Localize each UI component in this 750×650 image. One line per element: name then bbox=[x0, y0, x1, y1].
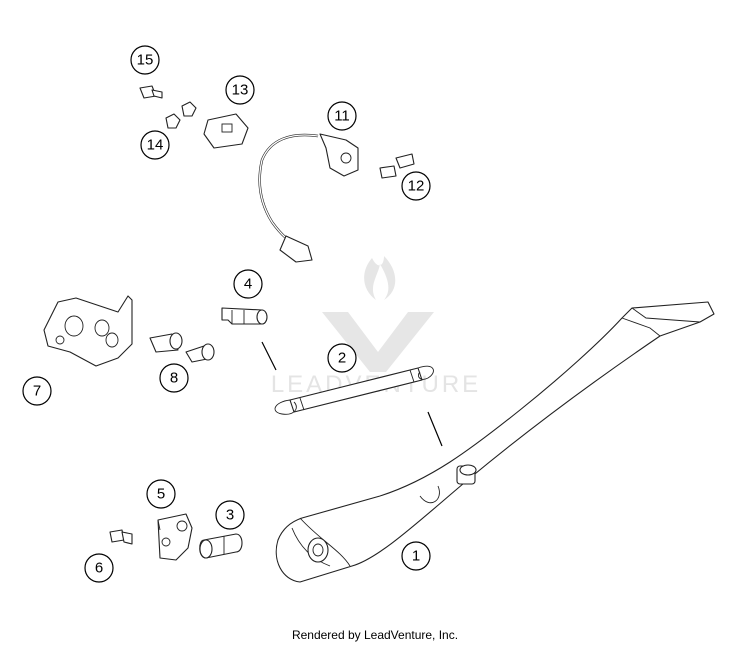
callout-7: 7 bbox=[22, 376, 52, 406]
mount-plate bbox=[43, 295, 133, 367]
callout-5: 5 bbox=[146, 479, 176, 509]
footer-credit: Rendered by LeadVenture, Inc. bbox=[291, 628, 459, 642]
callout-12: 12 bbox=[401, 171, 431, 201]
callout-label: 2 bbox=[338, 350, 346, 367]
callout-11: 11 bbox=[327, 101, 357, 131]
callout-13: 13 bbox=[225, 75, 255, 105]
callout-label: 11 bbox=[334, 108, 350, 125]
callout-label: 14 bbox=[147, 137, 164, 154]
callout-15: 15 bbox=[130, 45, 160, 75]
bracket-screw bbox=[109, 529, 133, 545]
callout-label: 5 bbox=[157, 486, 165, 503]
callout-8: 8 bbox=[159, 363, 189, 393]
callout-2: 2 bbox=[327, 343, 357, 373]
callout-6: 6 bbox=[84, 553, 114, 583]
watermark-logo: LEADVENTURE bbox=[271, 256, 478, 398]
leader-line-4 bbox=[261, 341, 277, 371]
callout-label: 6 bbox=[95, 560, 103, 577]
callout-1: 1 bbox=[401, 541, 431, 571]
switch-bracket bbox=[157, 513, 193, 561]
side-stand bbox=[275, 301, 715, 583]
stand-switch-cable bbox=[258, 133, 359, 263]
callout-4: 4 bbox=[233, 269, 263, 299]
callout-label: 8 bbox=[170, 370, 178, 387]
stand-bolt bbox=[199, 533, 243, 559]
switch-screw bbox=[139, 85, 163, 99]
callout-label: 15 bbox=[137, 52, 154, 69]
callout-label: 7 bbox=[33, 383, 41, 400]
callout-label: 12 bbox=[408, 178, 425, 195]
switch-screws bbox=[379, 153, 415, 179]
switch-nuts bbox=[165, 101, 197, 129]
callout-3: 3 bbox=[215, 500, 245, 530]
stand-switch bbox=[203, 113, 249, 149]
mount-bolts bbox=[149, 332, 215, 363]
callout-label: 13 bbox=[232, 82, 249, 99]
leader-line-1 bbox=[427, 411, 443, 447]
stand-spring bbox=[274, 365, 434, 415]
spring-bolt bbox=[221, 307, 268, 325]
callout-label: 3 bbox=[226, 507, 234, 524]
callout-14: 14 bbox=[140, 130, 170, 160]
callout-label: 1 bbox=[412, 548, 420, 565]
callout-label: 4 bbox=[244, 276, 252, 293]
